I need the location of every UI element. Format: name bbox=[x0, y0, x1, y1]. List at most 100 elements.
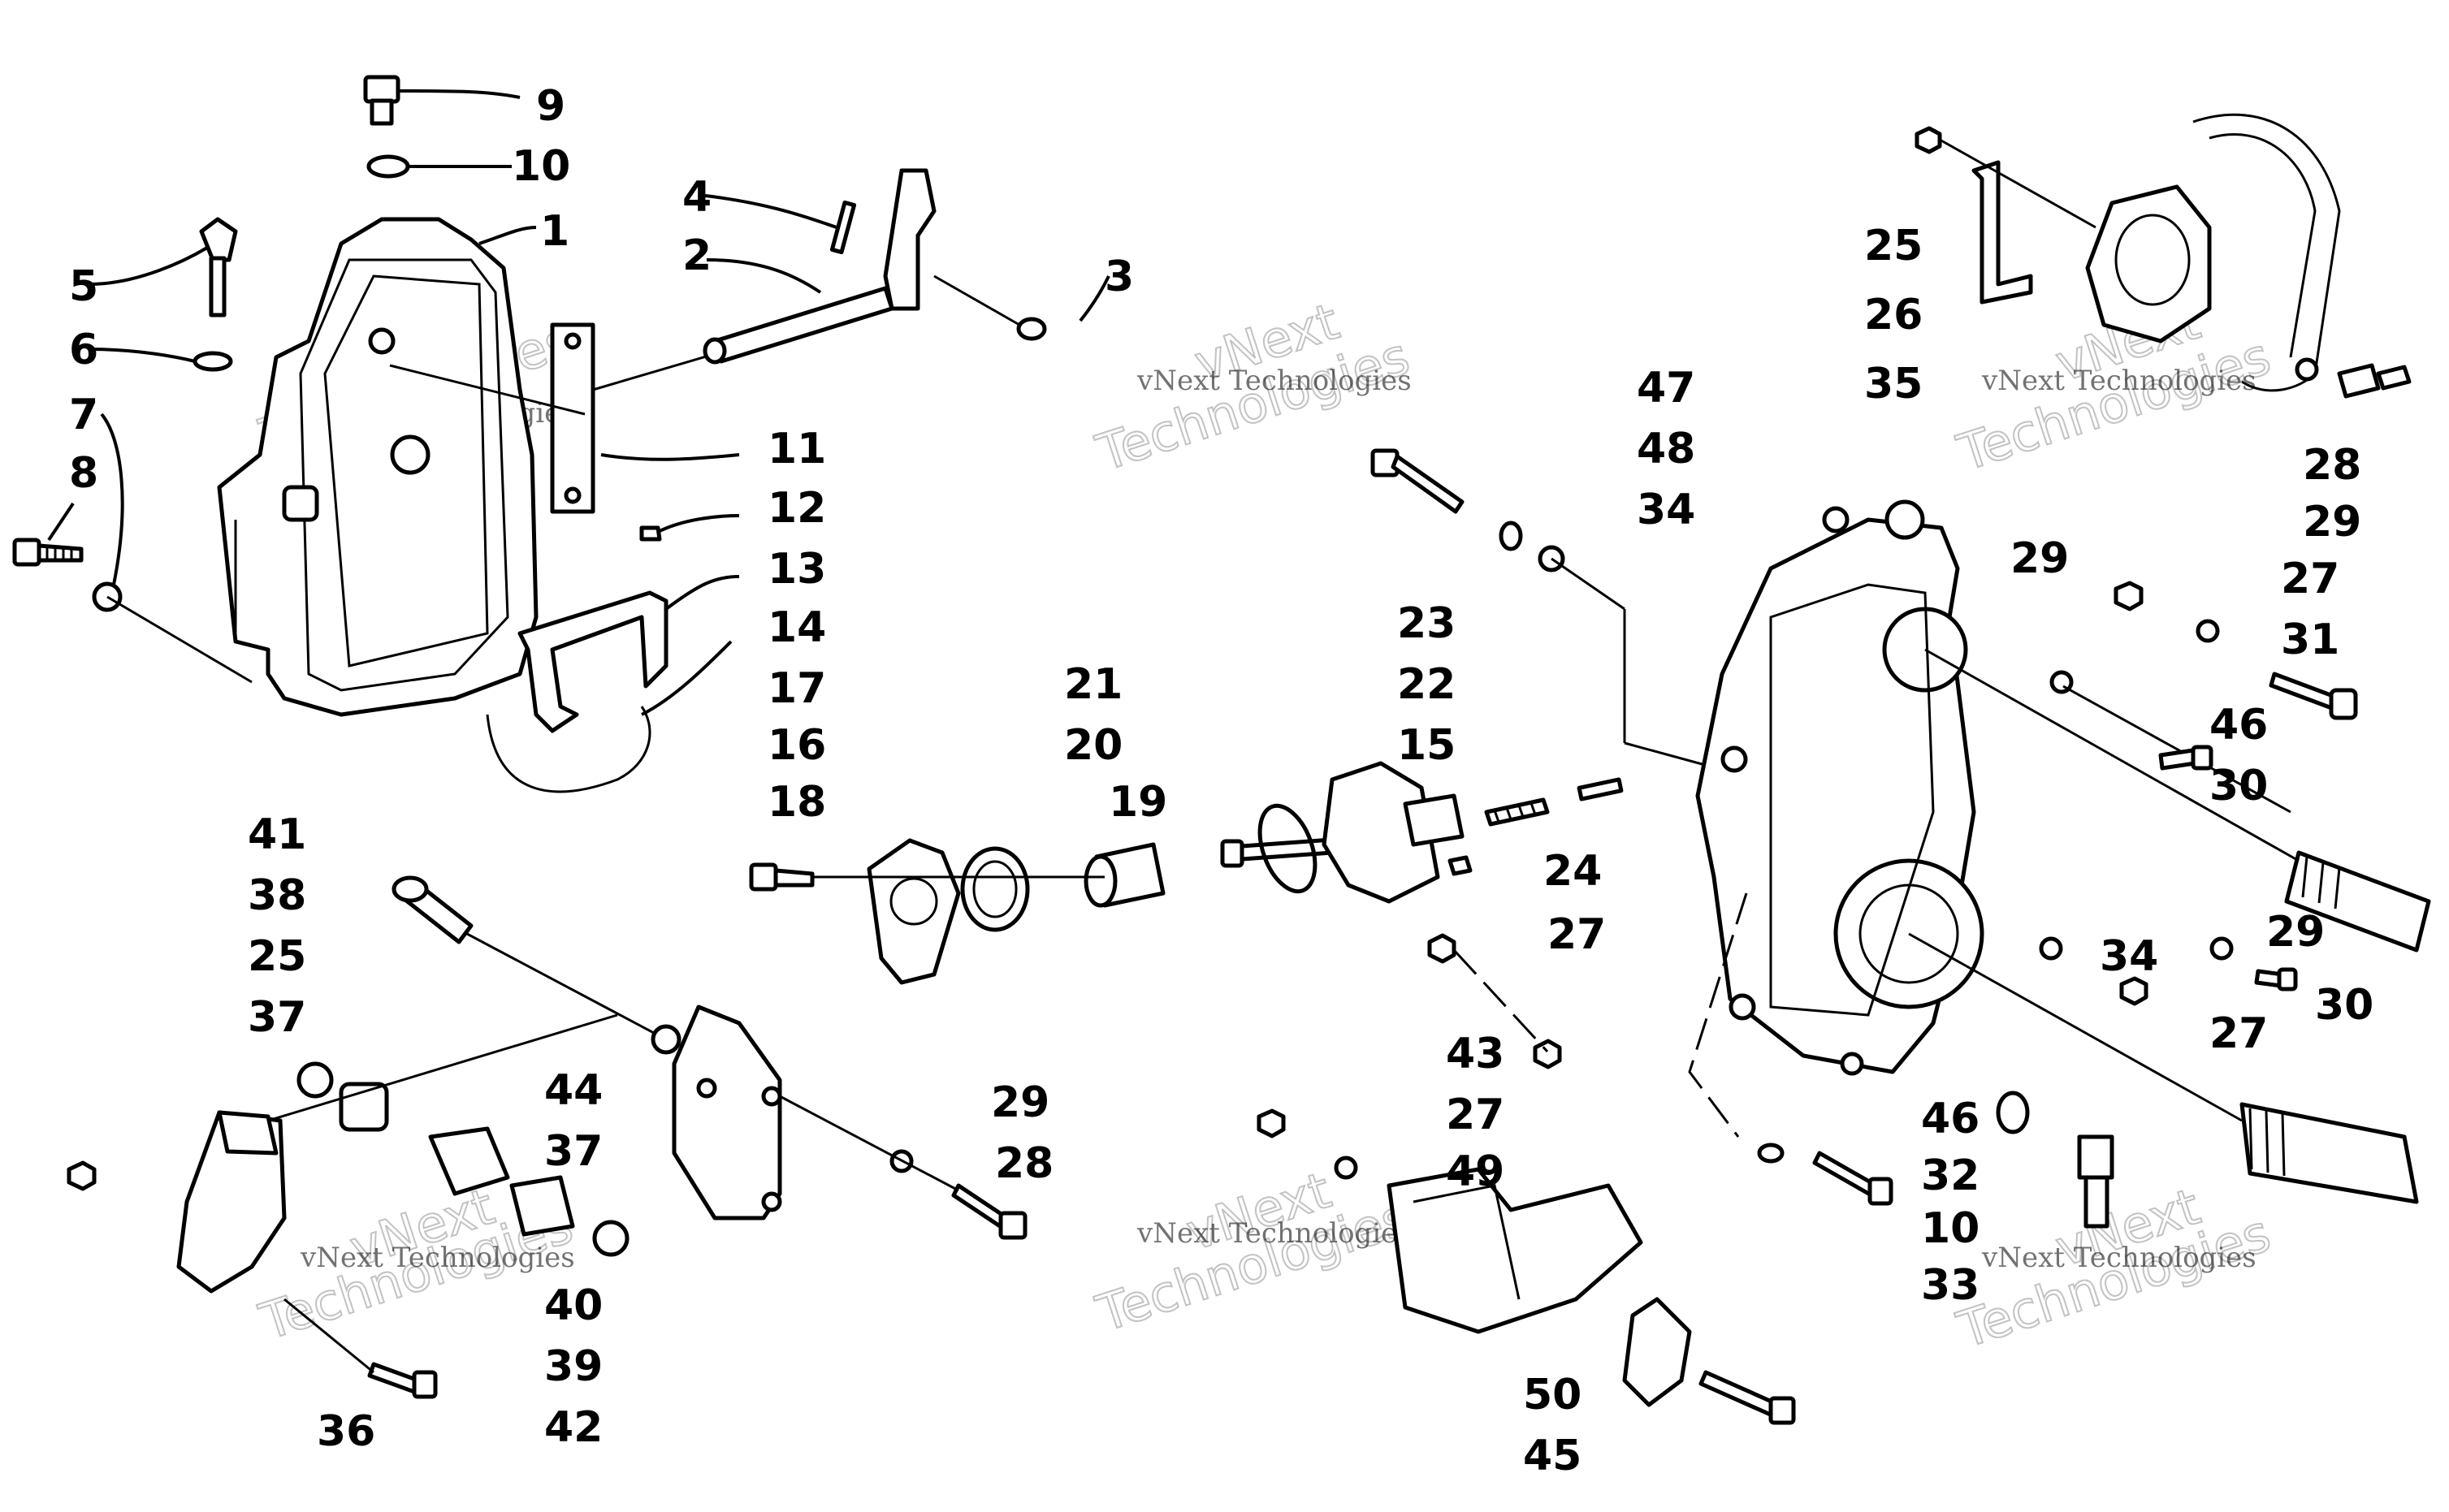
callout-46: 46 bbox=[2209, 701, 2268, 750]
callout-27b: 27 bbox=[1547, 910, 1606, 959]
callout-3: 3 bbox=[1105, 253, 1134, 301]
callout-6: 6 bbox=[69, 326, 98, 374]
callout-14: 14 bbox=[768, 603, 826, 652]
callout-29c: 29 bbox=[2266, 908, 2325, 957]
callout-15: 15 bbox=[1397, 721, 1456, 770]
callout-25b: 25 bbox=[248, 932, 306, 981]
nut-27b-part bbox=[2119, 976, 2148, 1006]
callout-46b: 46 bbox=[1921, 1095, 1980, 1143]
nut-27d-part bbox=[1427, 933, 1456, 964]
bolt-47-part bbox=[1370, 448, 1465, 514]
callout-38: 38 bbox=[248, 871, 306, 920]
dipstick-part bbox=[199, 217, 238, 318]
screw-24-part bbox=[1447, 855, 1473, 876]
bracket-part bbox=[517, 590, 668, 733]
callout-22: 22 bbox=[1397, 660, 1456, 709]
watermark-text: vNext Technologies bbox=[1136, 365, 1412, 397]
callout-28: 28 bbox=[2303, 441, 2361, 490]
callout-34b: 34 bbox=[2100, 932, 2158, 981]
callout-18: 18 bbox=[768, 778, 826, 827]
parts-artwork bbox=[12, 75, 2431, 1425]
washer-37b-part bbox=[592, 1220, 630, 1257]
callout-43: 43 bbox=[1446, 1030, 1504, 1078]
washer-44-part bbox=[651, 1024, 681, 1055]
callout-40: 40 bbox=[544, 1281, 603, 1330]
cover-16-part bbox=[867, 838, 961, 985]
nut-25b-part bbox=[67, 1160, 97, 1191]
washer-29c-part bbox=[2209, 936, 2234, 961]
screw-part bbox=[639, 525, 662, 542]
tensioner-15-part bbox=[1322, 761, 1465, 904]
callout-2: 2 bbox=[682, 231, 712, 280]
pin-part bbox=[829, 200, 857, 255]
callout-31: 31 bbox=[2281, 616, 2339, 664]
spline-shaft-upper-part bbox=[2284, 850, 2431, 953]
housing-50-part bbox=[1387, 1167, 1643, 1334]
shift-shaft-part bbox=[703, 168, 937, 365]
bolt-45-part bbox=[1698, 1370, 1796, 1425]
ring-part bbox=[1016, 317, 1047, 341]
roller-40-part bbox=[509, 1175, 575, 1237]
callout-27d: 27 bbox=[2209, 1009, 2268, 1058]
callout-39: 39 bbox=[544, 1342, 603, 1391]
spring-wire-part bbox=[486, 706, 651, 793]
callout-27c: 27 bbox=[1446, 1091, 1504, 1139]
nut-27c-part bbox=[1257, 1108, 1286, 1138]
cover-plate-part bbox=[2085, 113, 2341, 392]
nut-25-part bbox=[1915, 126, 1942, 154]
roller-39-part bbox=[428, 1126, 510, 1196]
callout-19: 19 bbox=[1109, 778, 1167, 827]
callout-48: 48 bbox=[1637, 425, 1695, 473]
bolt-28b-part bbox=[951, 1183, 1028, 1240]
callout-23: 23 bbox=[1397, 599, 1456, 648]
washer-37-part bbox=[296, 1061, 334, 1099]
callout-8: 8 bbox=[69, 449, 98, 498]
bracket-26-part bbox=[1971, 160, 2033, 305]
sleeve-19-part bbox=[1084, 842, 1166, 908]
callout-25: 25 bbox=[1864, 222, 1923, 270]
watermark-text: vNext Technologies bbox=[1981, 365, 2256, 397]
callout-49: 49 bbox=[1446, 1147, 1504, 1196]
seal-17-part bbox=[960, 846, 1030, 932]
callout-30: 30 bbox=[2209, 762, 2268, 810]
callout-1: 1 bbox=[540, 207, 569, 256]
callout-45: 45 bbox=[1523, 1432, 1581, 1480]
callout-35: 35 bbox=[1864, 360, 1923, 408]
callout-26: 26 bbox=[1864, 291, 1923, 339]
bolt-32-part bbox=[1812, 1151, 1893, 1206]
lock-washer-48-part bbox=[1499, 521, 1523, 551]
callout-12: 12 bbox=[768, 484, 826, 533]
nut-43-part bbox=[1533, 1039, 1562, 1069]
callout-20: 20 bbox=[1064, 721, 1123, 770]
bolt-42-part bbox=[367, 1362, 438, 1399]
callout-7: 7 bbox=[69, 391, 98, 439]
callout-37b: 37 bbox=[544, 1127, 603, 1176]
pin-23-part bbox=[1577, 777, 1624, 801]
bolt-33-part bbox=[2077, 1134, 2114, 1229]
bolt-28-part bbox=[2337, 363, 2412, 399]
plate-part-lower bbox=[1622, 1297, 1692, 1407]
callout-24: 24 bbox=[1543, 847, 1602, 896]
callout-44: 44 bbox=[544, 1066, 603, 1115]
callout-labels: 9 10 1 4 2 3 5 6 7 8 11 12 13 14 25 26 3… bbox=[69, 82, 2373, 1480]
callout-16: 16 bbox=[768, 721, 826, 770]
callout-17: 17 bbox=[768, 664, 826, 713]
spline-shaft-lower-part bbox=[2239, 1102, 2419, 1204]
callout-21: 21 bbox=[1064, 660, 1123, 709]
housing-cover-part bbox=[217, 217, 539, 717]
leader-lines bbox=[47, 89, 1110, 716]
bolt-30b-part bbox=[2254, 967, 2298, 991]
bolt-18-part bbox=[749, 862, 815, 892]
callout-10b: 10 bbox=[1921, 1204, 1980, 1253]
callout-9: 9 bbox=[536, 82, 565, 131]
callout-30b: 30 bbox=[2315, 981, 2373, 1030]
watermark-text: vNext Technologies bbox=[1136, 1217, 1412, 1250]
plug-bolt-part bbox=[363, 75, 400, 126]
callout-42: 42 bbox=[544, 1403, 603, 1452]
bushing-41-part bbox=[392, 875, 474, 944]
plate-part bbox=[550, 322, 595, 514]
watermark-text: vNext Technologies bbox=[1981, 1242, 2256, 1274]
callout-36: 36 bbox=[317, 1407, 375, 1456]
callout-28b: 28 bbox=[995, 1139, 1054, 1188]
